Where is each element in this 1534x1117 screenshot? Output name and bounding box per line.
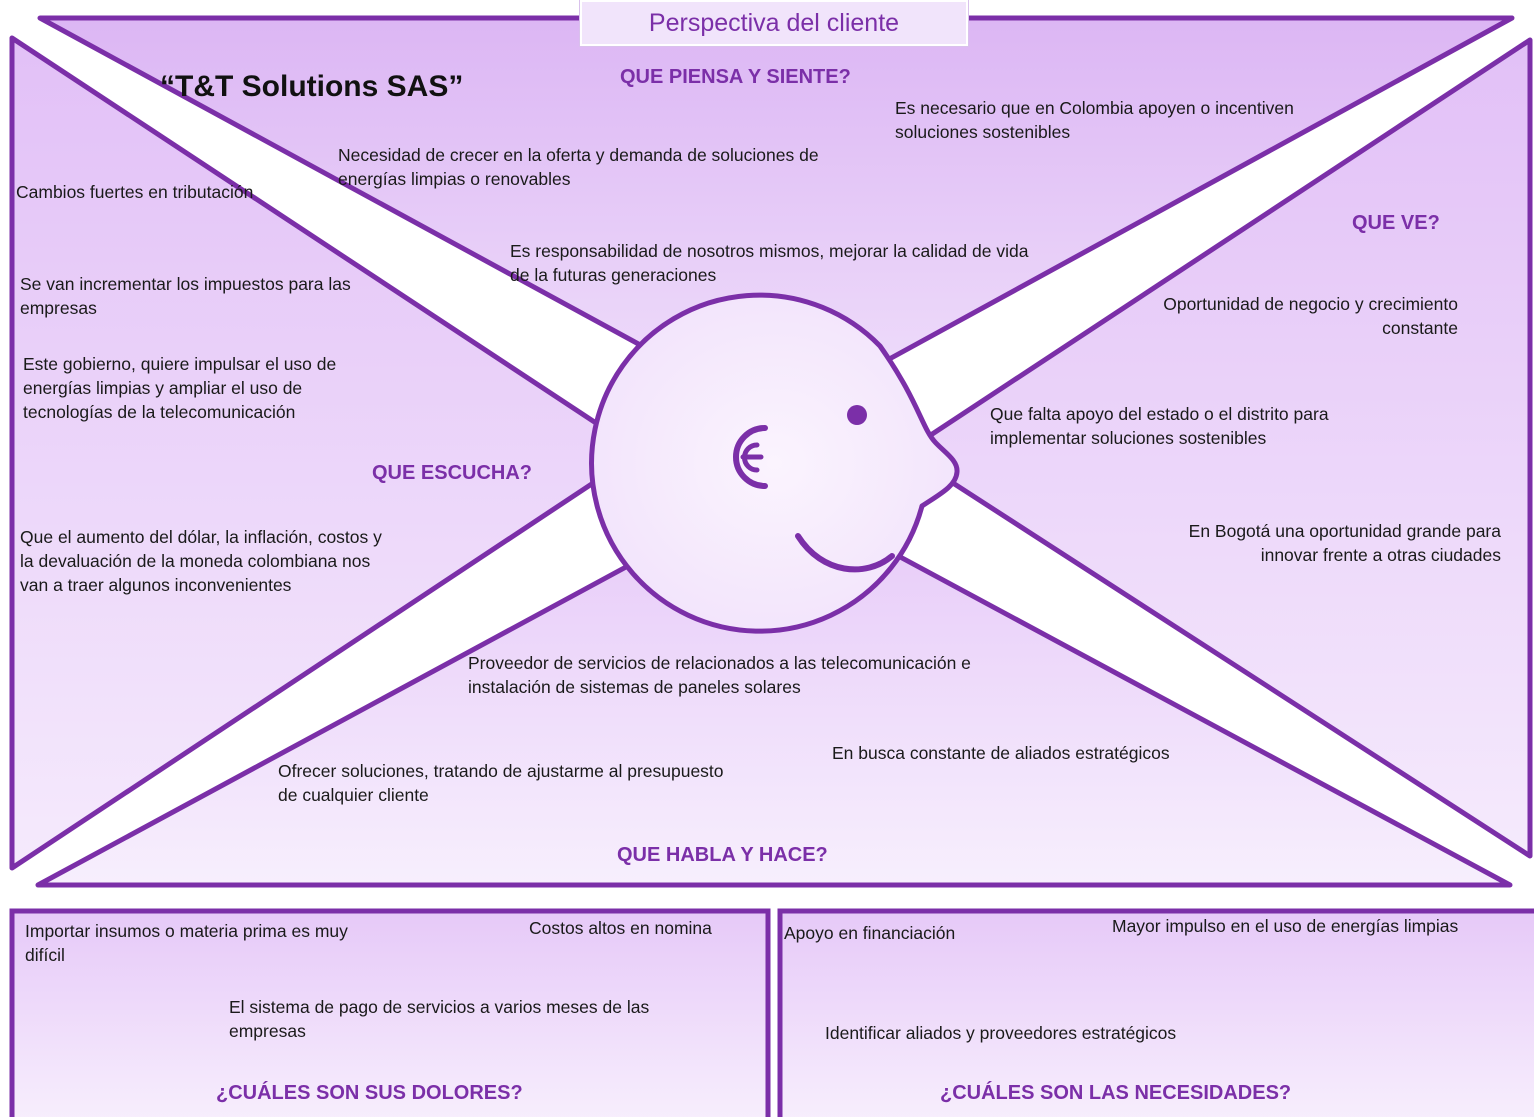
face-icon: [589, 292, 960, 634]
note-piensa-3: Es responsabilidad de nosotros mismos, m…: [510, 241, 1029, 285]
heading-necesidades: ¿CUÁLES SON LAS NECESIDADES?: [940, 1082, 1292, 1104]
heading-dolores: ¿CUÁLES SON SUS DOLORES?: [216, 1082, 523, 1104]
note-ve-3: En Bogotá una oportunidad grande para in…: [1188, 521, 1501, 565]
note-necesidades-1: Apoyo en financiación: [784, 923, 956, 943]
company-name: “T&T Solutions SAS”: [160, 70, 464, 103]
panel-habla: [35, 485, 1513, 888]
perspective-tab: Perspectiva del cliente: [580, 0, 968, 46]
note-necesidades-3: Identificar aliados y proveedores estrat…: [825, 1023, 1177, 1043]
heading-ve: QUE VE?: [1352, 212, 1440, 234]
note-dolores-3: El sistema de pago de servicios a varios…: [229, 997, 650, 1041]
note-habla-2: En busca constante de aliados estratégic…: [832, 743, 1170, 763]
panel-ve: [902, 37, 1533, 859]
note-necesidades-2: Mayor impulso en el uso de energías limp…: [1112, 916, 1459, 936]
note-piensa-1: Es necesario que en Colombia apoyen o in…: [895, 98, 1294, 142]
note-escucha-4: Que el aumento del dólar, la inflación, …: [20, 527, 382, 595]
euro-icon: [733, 425, 768, 489]
panel-necesidades: [777, 908, 1534, 1117]
smile-icon: [795, 533, 895, 573]
note-escucha-1: Cambios fuertes en tributación: [16, 182, 254, 202]
panel-escucha: [9, 35, 643, 871]
heading-escucha: QUE ESCUCHA?: [372, 462, 533, 484]
note-dolores-2: Costos altos en nomina: [529, 918, 712, 938]
heading-piensa: QUE PIENSA Y SIENTE?: [620, 66, 851, 88]
note-piensa-2: Necesidad de crecer en la oferta y deman…: [338, 145, 819, 189]
heading-habla: QUE HABLA Y HACE?: [617, 844, 828, 866]
panel-dolores: [9, 908, 771, 1117]
note-habla-1: Proveedor de servicios de relacionados a…: [468, 653, 971, 697]
note-ve-1: Oportunidad de negocio y crecimiento con…: [1163, 294, 1458, 338]
note-habla-3: Ofrecer soluciones, tratando de ajustarm…: [278, 761, 724, 805]
note-escucha-2: Se van incrementar los impuestos para la…: [20, 274, 351, 318]
note-dolores-1: Importar insumos o materia prima es muy …: [25, 921, 348, 965]
note-escucha-3: Este gobierno, quiere impulsar el uso de…: [23, 354, 337, 422]
eye-icon: [847, 405, 867, 425]
perspective-tab-label: Perspectiva del cliente: [648, 8, 900, 37]
note-ve-2: Que falta apoyo del estado o el distrito…: [990, 404, 1329, 448]
